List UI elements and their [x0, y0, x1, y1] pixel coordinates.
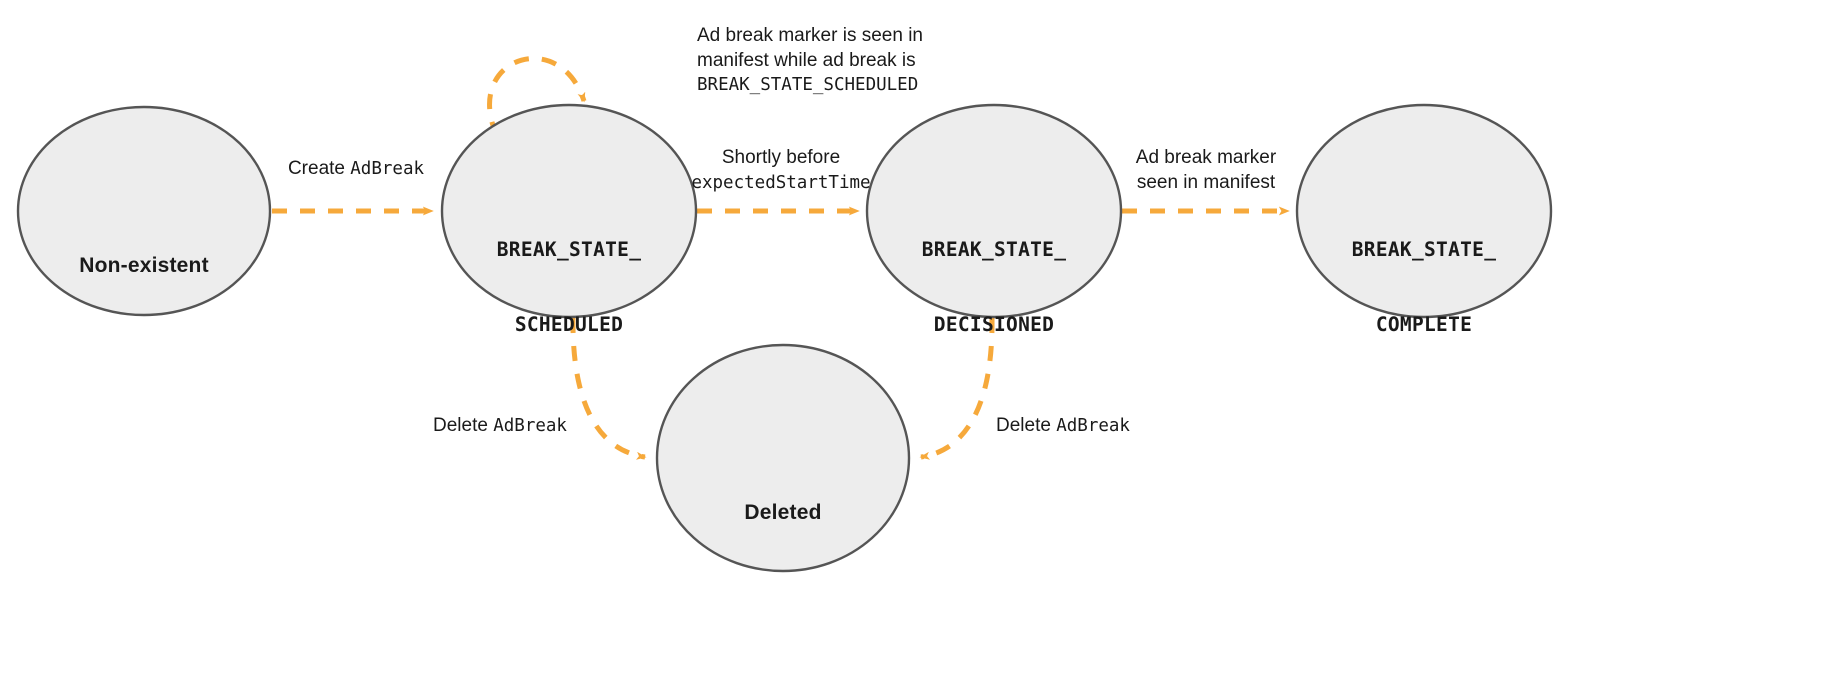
- node-break-state-scheduled[interactable]: [440, 103, 698, 319]
- node-deleted[interactable]: [655, 343, 911, 573]
- edges-layer: [272, 56, 1290, 460]
- edge-delete-adbreak-from-scheduled: [570, 317, 647, 460]
- node-non-existent[interactable]: [16, 105, 272, 317]
- node-break-state-decisioned[interactable]: [865, 103, 1123, 319]
- node-break-state-complete[interactable]: [1295, 103, 1553, 319]
- edge-delete-adbreak-from-decisioned: [919, 317, 995, 460]
- edge-marker-seen-while-scheduled: [487, 56, 587, 138]
- nodes-layer: [16, 103, 1553, 573]
